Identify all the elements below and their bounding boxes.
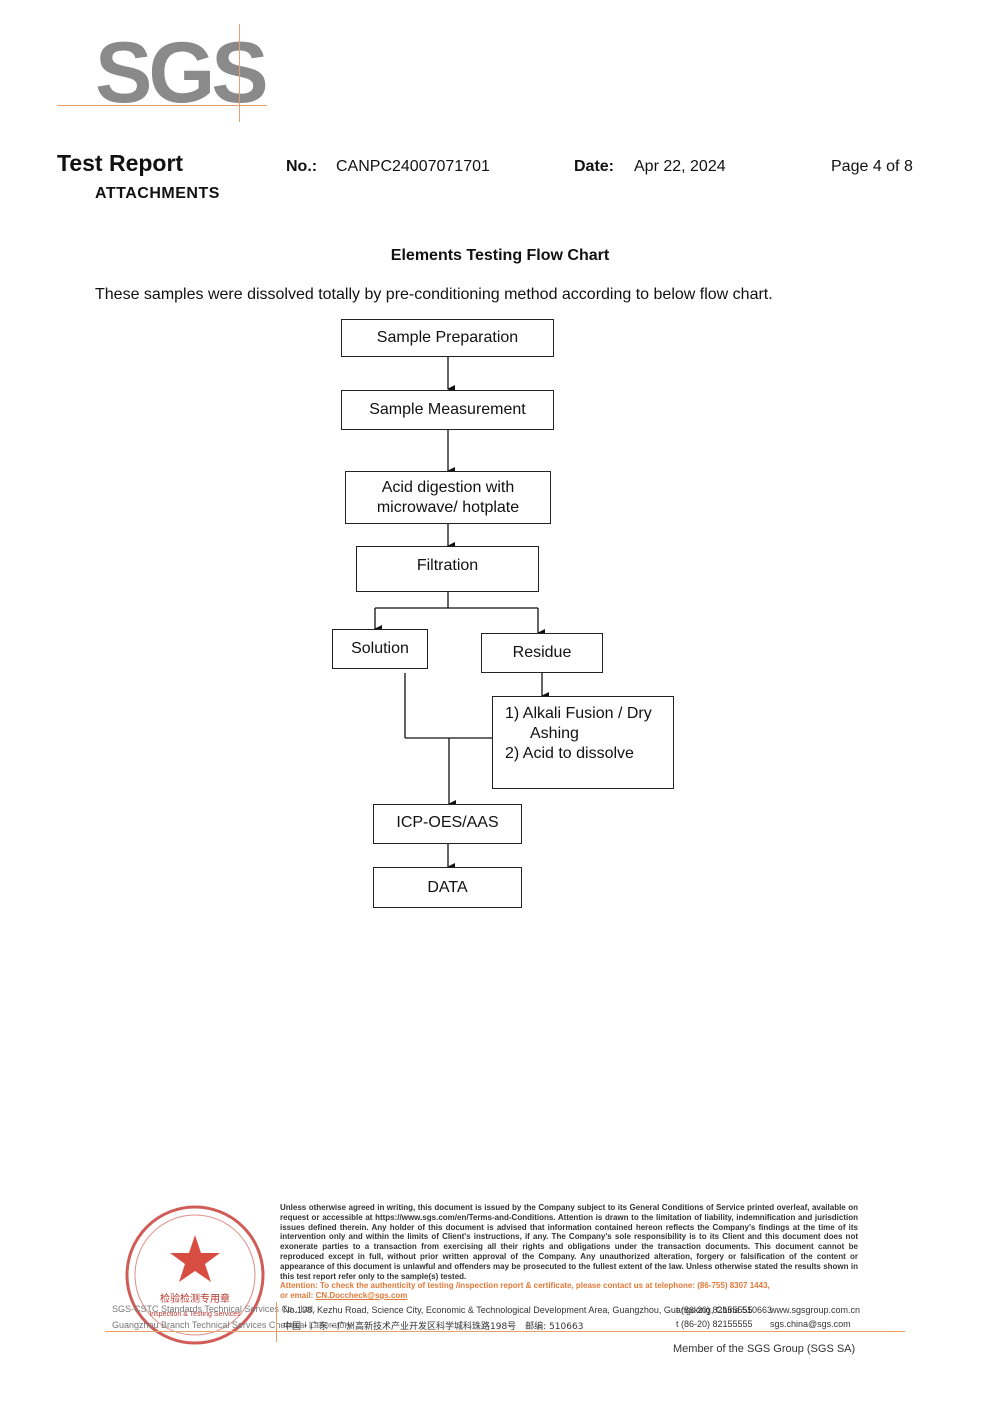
- chart-title: Elements Testing Flow Chart: [390, 247, 610, 264]
- attention-email-link[interactable]: CN.Doccheck@sgs.com: [315, 1290, 408, 1300]
- box-icp: ICP-OES/AAS: [373, 804, 522, 844]
- report-date: Apr 22, 2024: [634, 158, 726, 175]
- box-acid-digestion: Acid digestion with microwave/ hotplate: [345, 471, 551, 524]
- page-number: Page 4 of 8: [831, 158, 913, 175]
- address-english: No.198, Kezhu Road, Science City, Econom…: [283, 1305, 772, 1315]
- box-sample-preparation: Sample Preparation: [341, 319, 554, 357]
- acid-digestion-line1: Acid digestion with: [381, 478, 515, 496]
- attention-text: Attention: To check the authenticity of …: [280, 1281, 770, 1290]
- company-name-line2: Guangzhou Branch Technical Services Chem…: [112, 1320, 352, 1330]
- box-filtration: Filtration: [356, 546, 539, 592]
- company-name-line1: SGS-CSTC Standards Technical Services Co…: [112, 1304, 316, 1314]
- seal-text: 检验检测专用章: [160, 1292, 230, 1305]
- intro-text: These samples were dissolved totally by …: [95, 286, 773, 303]
- box-alkali-fusion: 1) Alkali Fusion / Dry Ashing 2) Acid to…: [492, 696, 674, 789]
- alkali-line2: Ashing: [530, 725, 579, 742]
- seal-sub: Inspection & Testing Services: [149, 1311, 241, 1318]
- alkali-line3: 2) Acid to dissolve: [505, 745, 634, 762]
- email-link[interactable]: sgs.china@sgs.com: [770, 1319, 851, 1329]
- attention-email-prefix: or email:: [280, 1290, 316, 1300]
- footer-divider: [105, 1331, 905, 1332]
- report-title: Test Report: [57, 150, 184, 176]
- report-subtitle: ATTACHMENTS: [95, 185, 220, 202]
- phone-2: t (86-20) 82155555: [676, 1319, 753, 1329]
- box-residue: Residue: [481, 633, 603, 673]
- disclaimer-text: Unless otherwise agreed in writing, this…: [280, 1203, 858, 1281]
- logo-vertical-line: [239, 24, 240, 122]
- logo-underline: [57, 105, 267, 106]
- footer-divider-vertical: [276, 1302, 277, 1342]
- address-chinese: 中国・广东・广州高新技术产业开发区科学城科珠路198号 邮编: 510663: [283, 1322, 584, 1332]
- website-link[interactable]: www.sgsgroup.com.cn: [770, 1305, 861, 1315]
- box-data: DATA: [373, 867, 522, 908]
- report-date-label: Date:: [574, 158, 615, 175]
- box-solution: Solution: [332, 629, 428, 669]
- acid-digestion-line2: microwave/ hotplate: [376, 498, 520, 516]
- phone-1: t (86-20) 82155555: [676, 1305, 753, 1315]
- report-number: CANPC24007071701: [336, 158, 490, 175]
- alkali-line1: 1) Alkali Fusion / Dry: [505, 705, 652, 722]
- member-line: Member of the SGS Group (SGS SA): [673, 1343, 856, 1355]
- report-number-label: No.:: [286, 158, 318, 175]
- box-sample-measurement: Sample Measurement: [341, 390, 554, 430]
- company-seal: 检验检测专用章 Inspection & Testing Services: [125, 1205, 265, 1345]
- authenticity-notice: Attention: To check the authenticity of …: [280, 1281, 858, 1301]
